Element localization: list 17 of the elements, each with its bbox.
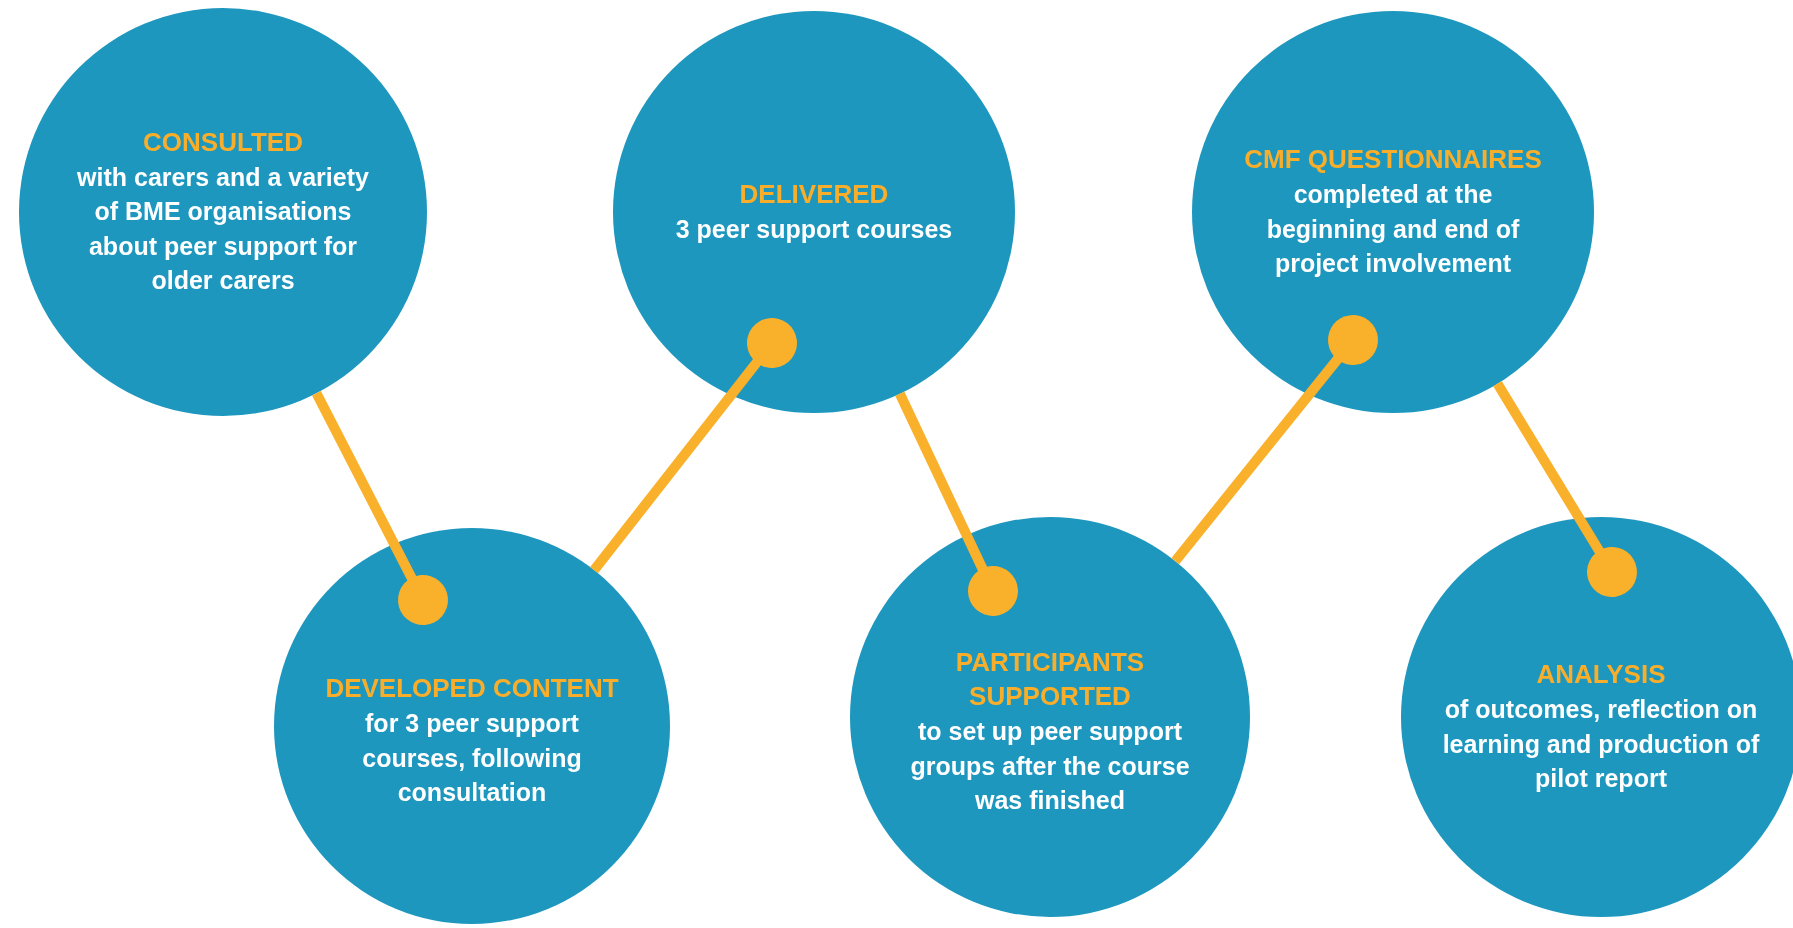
step-description: 3 peer support courses [675,213,953,245]
step-heading: CMF QUESTIONNAIRES [1244,143,1542,177]
connector-line [312,391,448,625]
step-description: completed at the beginning and end of project involvement [1265,179,1521,280]
step-heading: DEVELOPED CONTENT [325,672,619,706]
step-heading: DELIVERED [739,177,889,211]
connector-line [1493,381,1637,597]
connector-line [895,391,1018,616]
connector-line [1171,315,1378,565]
step-description: for 3 peer support courses, following consultation [361,708,583,809]
step-description: of outcomes, reflection on learning and production of pilot report [1441,694,1761,795]
step-description: to set up peer support groups after the course was finished [909,716,1191,817]
connector-line [590,318,797,574]
step-heading: PARTICIPANTS SUPPORTED [954,646,1146,714]
step-description: with carers and a variety of BME organisations about peer support for older carers [76,161,370,297]
step-heading: ANALYSIS [1536,658,1666,692]
step-heading: CONSULTED [143,126,303,160]
